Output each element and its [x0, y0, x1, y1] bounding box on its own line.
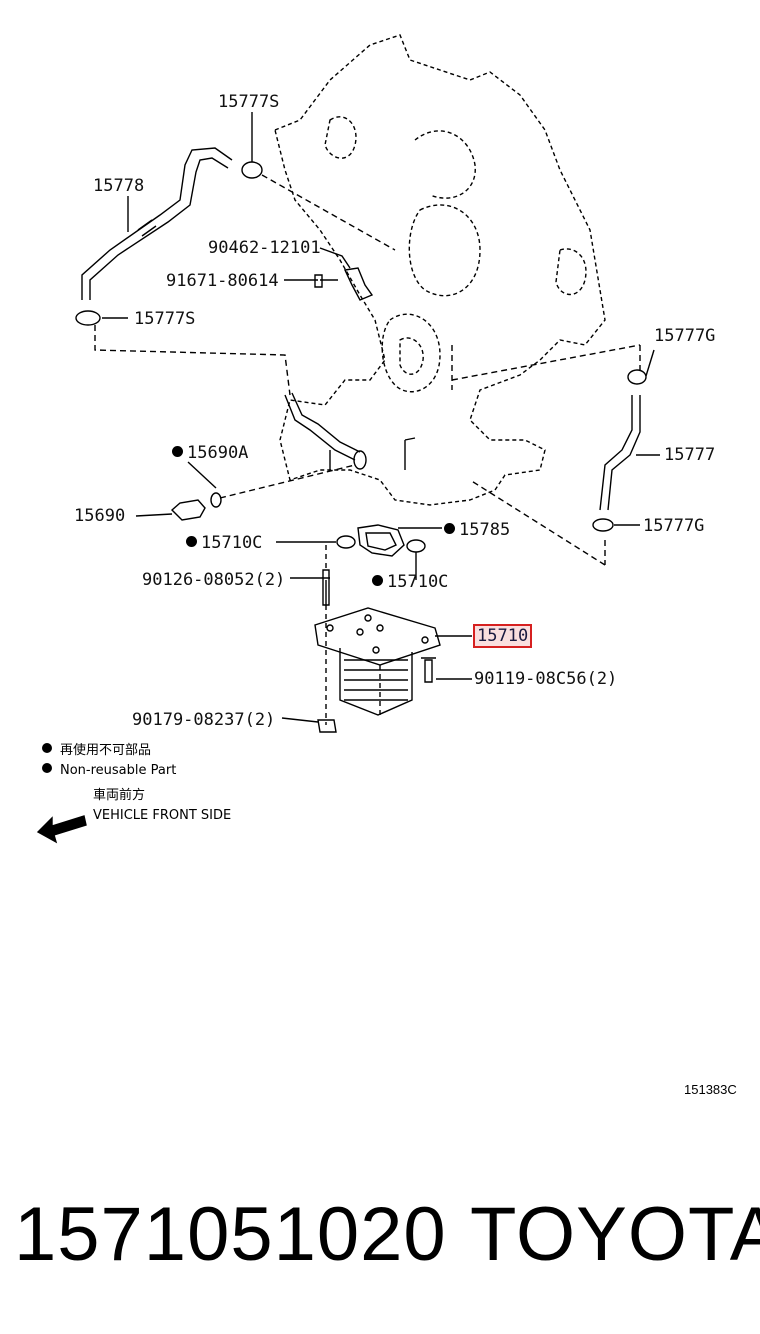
label-15690A-text: 15690A — [187, 443, 249, 463]
label-90126-08052: 90126-08052(2) — [142, 570, 286, 590]
label-90119-08C56: 90119-08C56(2) — [474, 669, 618, 689]
label-15778: 15778 — [93, 176, 145, 196]
label-15710C-left: 15710C — [186, 533, 262, 553]
parts-diagram — [36, 34, 660, 844]
label-91671-80614: 91671-80614 — [166, 271, 279, 291]
hose-15777 — [599, 395, 641, 511]
label-90462-12101: 90462-12101 — [208, 238, 321, 258]
legend-dot — [42, 763, 52, 773]
clip-15777S-left-shape — [75, 310, 101, 326]
highlighted-part-15710[interactable]: 15710 — [473, 624, 533, 648]
direction-jp: 車両前方 — [93, 788, 146, 803]
legend-en: Non-reusable Part — [42, 762, 176, 780]
legend-en-text: Non-reusable Part — [60, 763, 177, 778]
legend-dot — [42, 743, 52, 753]
label-15785: 15785 — [444, 520, 510, 540]
label-90179-08237: 90179-08237(2) — [132, 710, 276, 730]
label-15777S-top: 15777S — [218, 92, 280, 112]
label-15690: 15690 — [74, 506, 126, 526]
label-15690A: 15690A — [172, 443, 248, 463]
diagram-code: 151383C — [684, 1082, 737, 1097]
hose-middle — [284, 392, 361, 461]
oil-cooler-15710-shape — [314, 607, 441, 666]
non-reusable-dot — [372, 575, 383, 586]
label-15777S-left: 15777S — [134, 309, 196, 329]
clip-15777S-top-shape — [241, 161, 263, 179]
label-15777: 15777 — [664, 445, 716, 465]
hose-15778 — [81, 147, 233, 300]
timing-cover-outline — [274, 34, 606, 506]
non-reusable-dot — [186, 536, 197, 547]
label-15777G-top: 15777G — [654, 326, 716, 346]
label-15710-highlighted[interactable]: 15710 — [473, 624, 533, 648]
direction-en: VEHICLE FRONT SIDE — [93, 808, 232, 823]
part-number-title: 1571051020 — [14, 1192, 447, 1277]
brand-title: TOYOTA — [470, 1192, 760, 1277]
label-15710C-right-text: 15710C — [387, 572, 449, 592]
oring-15710C-left-shape — [336, 535, 356, 549]
legend-jp: 再使用不可部品 — [42, 742, 151, 760]
oring-15710C-right-shape — [406, 539, 426, 553]
gasket-15785-shape — [357, 524, 405, 557]
front-side-arrow — [36, 815, 87, 844]
non-reusable-dot — [444, 523, 455, 534]
non-reusable-dot — [172, 446, 183, 457]
label-15785-text: 15785 — [459, 520, 511, 540]
union-15690-shape — [170, 499, 206, 521]
label-15710C-left-text: 15710C — [201, 533, 263, 553]
label-15710C-right: 15710C — [372, 572, 448, 592]
label-15777G-bottom: 15777G — [643, 516, 705, 536]
legend-jp-text: 再使用不可部品 — [60, 743, 152, 758]
